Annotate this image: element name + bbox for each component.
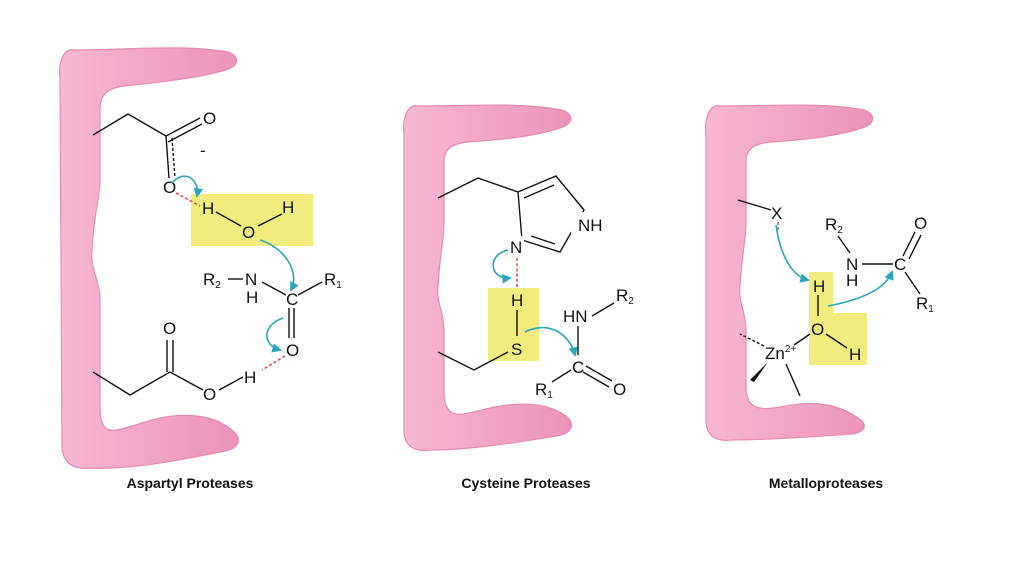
caption-cysteine: Cysteine Proteases [461, 475, 590, 491]
bond-n-r2 [591, 302, 615, 317]
atom-r2: R2 [616, 286, 634, 307]
bond-co-double-a [902, 231, 916, 257]
bond-zn-wedge [750, 362, 768, 382]
thiol-highlight [488, 288, 539, 361]
atom-thiol-h: H [511, 291, 523, 310]
atom-ring-n: N [510, 238, 522, 257]
arrow-carboxylate-to-h [171, 175, 204, 198]
atom-thiol-s: S [511, 340, 522, 359]
atom-water-o: O [242, 223, 255, 242]
bond-x-chain [737, 199, 772, 211]
atom-carbonyl-o: O [914, 214, 927, 233]
atom-n: N [846, 255, 858, 274]
bond-co-double-b [908, 234, 922, 260]
nh-mask [571, 212, 611, 234]
atom-water-o: O [811, 320, 824, 339]
bond-c-r1 [297, 281, 323, 296]
bond-c-o-minus [165, 135, 170, 179]
panel-aspartyl: O - O H O H R2 N H C R1 O O O H Aspartyl [59, 47, 342, 491]
panel-cysteine: NH N H S HN R2 C R1 O Cysteine Proteases [403, 104, 634, 491]
bond-co-double-b [167, 123, 203, 143]
bond-acid-c-o [169, 371, 204, 391]
protein-backbone-cysteine [403, 104, 573, 451]
protein-backbone-aspartyl [59, 47, 239, 469]
arrow-water-to-carbon [827, 270, 894, 307]
bond-c-r1 [551, 369, 572, 383]
panel-metallo: X H O H Zn2+ R2 N H C O R1 Metalloprotea… [705, 104, 934, 491]
atom-hn: HN [563, 307, 588, 326]
bond-water-h1 [215, 211, 242, 227]
arrow-c-to-o [266, 317, 284, 353]
bond-zn-ligand [785, 363, 801, 397]
caption-metallo: Metalloproteases [769, 475, 884, 491]
atom-carbon: C [894, 255, 906, 274]
atom-water-h2: H [282, 198, 294, 217]
bond-o-h2 [825, 333, 848, 349]
atom-n-h: H [846, 271, 858, 290]
atom-zn: Zn2+ [765, 344, 796, 363]
bond-chain-bottom [92, 371, 171, 396]
bond-water-h2 [257, 213, 283, 227]
imidazole-double-2 [530, 235, 556, 245]
atom-ring-nh: NH [578, 216, 603, 235]
bond-co-double-b [582, 371, 610, 388]
bond-zn-hashed [739, 333, 765, 347]
atom-water-h1: H [202, 199, 214, 218]
atom-r1: R1 [535, 380, 553, 401]
bond-zn-o [793, 333, 811, 346]
atom-carbon: C [286, 290, 298, 309]
atom-r1: R1 [324, 270, 342, 291]
arrow-x-to-h [775, 224, 810, 283]
hbond-carbonyl-acid [261, 355, 286, 371]
atom-acid-o: O [203, 385, 216, 404]
arrow-n-to-h [492, 249, 512, 284]
bond-co-double-a [165, 117, 201, 137]
charge-minus: - [200, 141, 206, 160]
atom-x: X [771, 204, 782, 223]
imidazole-double-1 [523, 184, 555, 199]
atom-n: N [245, 270, 257, 289]
water-highlight [191, 194, 313, 246]
atom-acid-h: H [244, 368, 256, 387]
n-mask [508, 236, 524, 256]
bond-chain-top [92, 113, 167, 137]
water-highlight-metallo-2 [809, 313, 867, 365]
bond-co-double-a [585, 365, 613, 382]
caption-aspartyl: Aspartyl Proteases [127, 475, 254, 491]
atom-nh-h: H [246, 288, 258, 307]
atom-r1: R1 [916, 294, 934, 315]
hbond-o-h-water [175, 192, 201, 207]
bond-r2-n [837, 235, 851, 254]
protein-backbone-metallo [705, 104, 874, 441]
atom-o-top: O [203, 109, 216, 128]
atom-water-h2: H [849, 345, 861, 364]
arrow-water-to-carbon [259, 239, 299, 292]
atom-r2: R2 [203, 270, 221, 291]
bond-acid-o-h [218, 376, 244, 391]
atom-water-h1: H [813, 277, 825, 296]
atom-carbonyl-o: O [613, 380, 626, 399]
bond-cys-chain [437, 351, 509, 371]
bond-his-chain [437, 177, 519, 199]
bond-n-c [261, 281, 287, 296]
atom-carbon: C [572, 358, 584, 377]
bond-c-r1 [904, 271, 921, 295]
atom-r2: R2 [825, 215, 843, 236]
arrow-s-to-carbon [524, 326, 578, 357]
atom-carbonyl-o: O [286, 341, 299, 360]
atom-acid-o-top: O [163, 319, 176, 338]
bond-c-o-partial [171, 137, 176, 179]
